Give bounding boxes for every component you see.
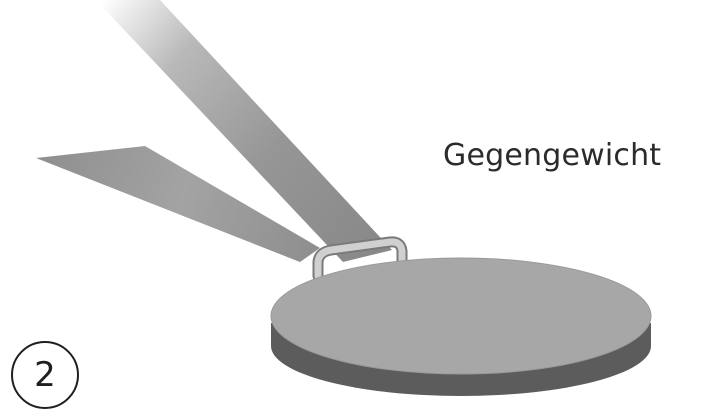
- step-number: 2: [34, 355, 56, 395]
- strap-tail: [36, 146, 320, 262]
- strap-main: [96, 0, 392, 262]
- counterweight-label: Gegengewicht: [443, 138, 662, 173]
- step-number-badge: 2: [11, 341, 79, 409]
- weight-disc-top: [271, 258, 651, 374]
